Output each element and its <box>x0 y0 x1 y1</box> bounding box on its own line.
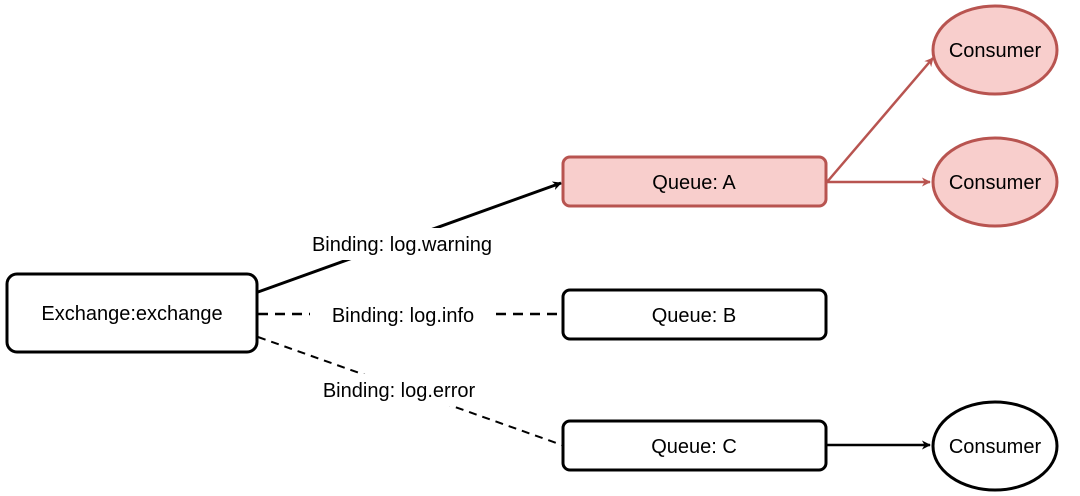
edge-label-warning: Binding: log.warning <box>312 234 492 256</box>
exchange-node-label: Exchange:exchange <box>41 303 222 325</box>
queue-b-node[interactable]: Queue: B <box>561 288 828 341</box>
queue-a-node[interactable]: Queue: A <box>561 155 828 208</box>
edge-label-bg-error <box>298 374 500 406</box>
edge-label-info: Binding: log.info <box>332 305 474 327</box>
queue-c-label: Queue: C <box>651 436 737 458</box>
consumer-a2-label: Consumer <box>949 172 1042 194</box>
queue-b-label: Queue: B <box>652 305 737 327</box>
exchange-node[interactable]: Exchange:exchange <box>5 272 259 354</box>
edge-label-bg-warning <box>285 228 519 260</box>
consumer-a1-node[interactable]: Consumer <box>931 4 1059 96</box>
queue-c-node[interactable]: Queue: C <box>561 419 828 472</box>
consumer-c-label: Consumer <box>949 436 1042 458</box>
queue-a-label: Queue: A <box>652 172 736 194</box>
consumer-a1-label: Consumer <box>949 40 1042 62</box>
consumer-c-node[interactable]: Consumer <box>931 400 1059 492</box>
consumer-a2-node[interactable]: Consumer <box>931 136 1059 228</box>
edge-queue-a-consumer-1 <box>826 57 934 183</box>
edge-label-error: Binding: log.error <box>323 380 476 402</box>
edge-label-bg-info <box>310 299 496 331</box>
